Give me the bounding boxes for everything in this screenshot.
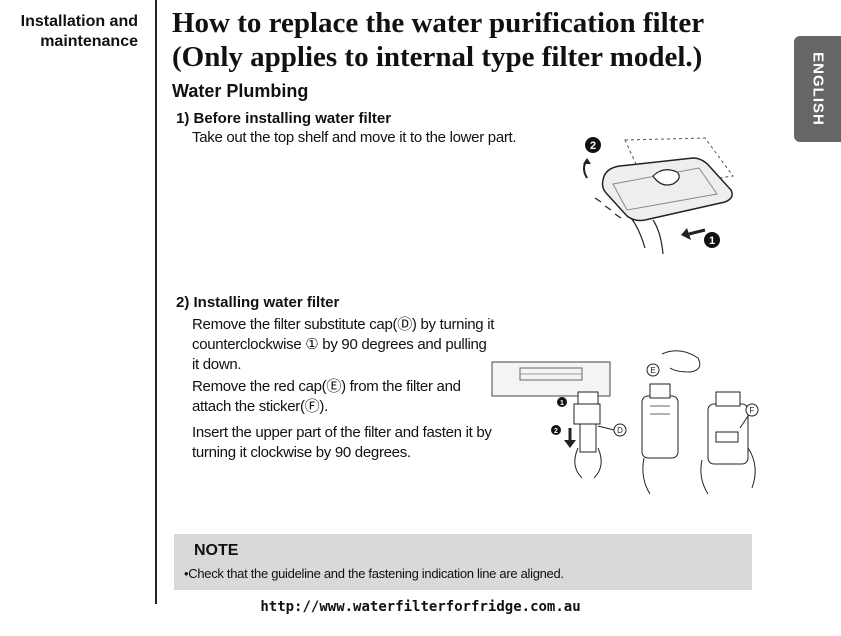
language-tab: ENGLISH [794,36,841,142]
section-label-line-2: maintenance [40,33,138,50]
subtitle: Water Plumbing [172,81,309,101]
step2-p2-line-2: attach the sticker(Ⓕ). [192,398,328,415]
page-title: How to replace the water purification fi… [172,6,704,74]
callout-e: E [650,366,655,375]
note-title: NOTE [194,542,239,559]
step2-callout-1: 1 [560,400,564,407]
step2-p3-line-2: turning it clockwise by 90 degrees. [192,444,411,461]
step2-p1-line-1: Remove the filter substitute cap(Ⓓ) by t… [192,316,495,333]
title-line-1: How to replace the water purification fi… [172,7,705,39]
step1-text: Take out the top shelf and move it to th… [192,129,517,146]
step2-p2-line-1: Remove the red cap(Ⓔ) from the filter an… [192,378,461,395]
step2-paragraph-1: Remove the filter substitute cap(Ⓓ) by t… [192,315,494,375]
step1-heading: 1) Before installing water filter [176,110,392,127]
callout-circle-1 [704,232,720,248]
callout-f: F [750,406,755,415]
step2-heading: 2) Installing water filter [176,294,340,311]
footer-url[interactable]: http://www.waterfilterforfridge.com.au [260,599,581,615]
title-line-2: (Only applies to internal type filter mo… [172,41,703,73]
step2-callout-2: 2 [554,428,558,435]
callout-circle-2 [585,137,601,153]
callout-1: 1 [709,235,715,247]
step2-p1-line-3: it down. [192,356,242,373]
note-box: NOTE •Check that the guideline and the f… [174,534,752,590]
callout-circle-1 [557,397,567,407]
callout-d: D [617,426,623,435]
step2-p1-line-2: counterclockwise ① by 90 degrees and pul… [192,336,487,353]
filter-illustration: 1 2 D E F [491,350,759,495]
vertical-divider [155,0,157,604]
step2-paragraph-3: Insert the upper part of the filter and … [192,423,492,463]
note-text: •Check that the guideline and the fasten… [184,566,564,581]
section-label: Installation and maintenance [0,12,138,52]
step2-p3-line-1: Insert the upper part of the filter and … [192,424,492,441]
callout-circle-2 [551,425,561,435]
section-label-line-1: Installation and [20,13,138,30]
callout-2: 2 [590,140,596,152]
step2-paragraph-2: Remove the red cap(Ⓔ) from the filter an… [192,377,461,417]
language-tab-label: ENGLISH [809,52,826,126]
shelf-illustration: 2 1 [583,137,734,255]
